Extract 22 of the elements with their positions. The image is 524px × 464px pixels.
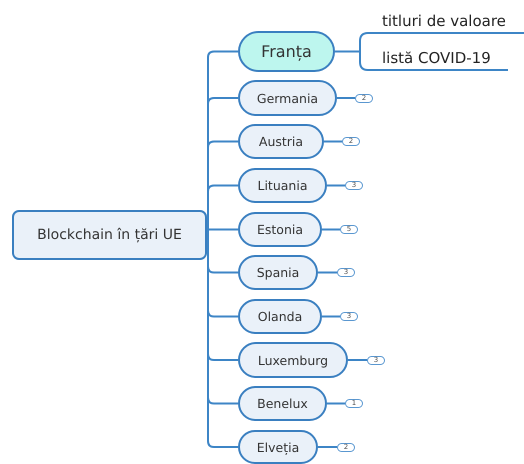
topic-box: Olanda bbox=[238, 299, 322, 334]
topic-box: Estonia bbox=[238, 212, 322, 247]
connector-line bbox=[318, 446, 337, 448]
connector-line bbox=[318, 272, 337, 274]
topic-box: Franța bbox=[238, 31, 335, 72]
subtopic-text: titluri de valoare bbox=[358, 4, 524, 33]
topic-box: Austria bbox=[238, 124, 324, 159]
topic-box: Spania bbox=[238, 255, 318, 290]
connector-line bbox=[322, 228, 340, 230]
central-topic: Blockchain în țări UE bbox=[12, 210, 207, 260]
connector-line bbox=[337, 97, 355, 99]
connector-line bbox=[324, 140, 342, 142]
topic-box: Benelux bbox=[238, 386, 327, 421]
connector-line bbox=[327, 402, 345, 404]
topic-box: Lituania bbox=[238, 168, 327, 203]
connector-line bbox=[327, 184, 345, 186]
topic-box: Germania bbox=[238, 80, 337, 116]
connector-line bbox=[348, 359, 367, 361]
topic-box: Luxemburg bbox=[238, 342, 348, 378]
subtopic-text: listă COVID-19 bbox=[358, 40, 508, 70]
connector-line bbox=[322, 316, 340, 318]
topic-box: Elveția bbox=[238, 430, 318, 464]
